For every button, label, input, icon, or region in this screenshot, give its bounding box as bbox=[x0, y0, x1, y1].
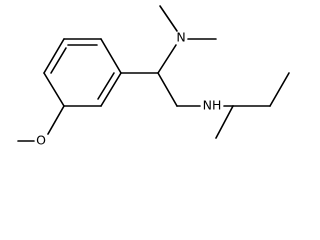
ring-bond bbox=[100, 72, 122, 107]
sec-butyl-group bbox=[215, 72, 290, 139]
ch-to-ch2-bond bbox=[157, 72, 178, 107]
ring-bond bbox=[100, 38, 122, 74]
amine-nh-label: NH bbox=[203, 98, 222, 113]
c-o-bond bbox=[47, 105, 65, 135]
methoxy-group: O bbox=[17, 105, 65, 148]
n-methyl-left-bond bbox=[159, 5, 178, 32]
ring-bond bbox=[43, 72, 65, 107]
ring-double-bond bbox=[50, 47, 67, 74]
ch2-to-ch3-bond bbox=[269, 72, 290, 107]
dimethylamino-group: N bbox=[157, 5, 217, 74]
ring-double-bond bbox=[97, 72, 115, 100]
methoxy-oxygen-label: O bbox=[36, 133, 46, 148]
ch-to-n-bond bbox=[157, 44, 177, 74]
ch-to-methyl-bond bbox=[215, 105, 234, 139]
chemical-structure: O N NH bbox=[17, 5, 290, 148]
dimethylamino-nitrogen-label: N bbox=[176, 30, 185, 45]
ring-bond bbox=[43, 38, 65, 74]
benzene-ring bbox=[43, 38, 122, 107]
